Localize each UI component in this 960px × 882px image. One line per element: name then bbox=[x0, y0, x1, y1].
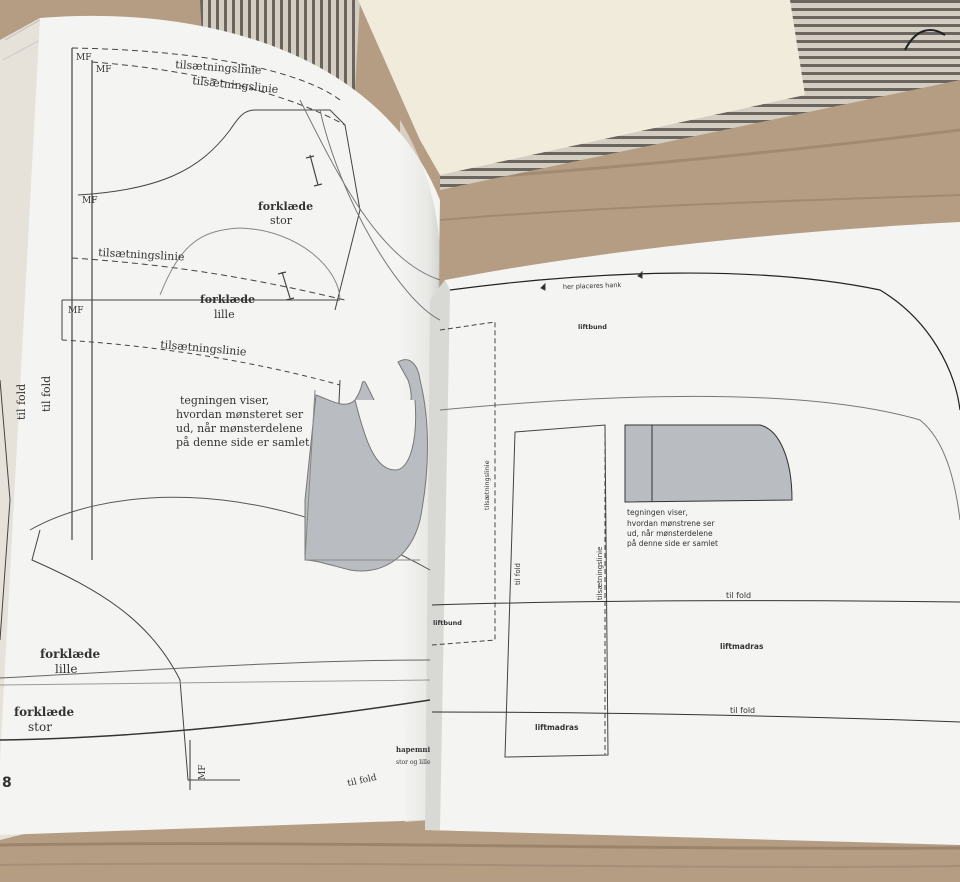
right-page bbox=[425, 222, 960, 845]
liftbund-label-top: liftbund bbox=[578, 323, 607, 331]
apron-small-bottom-title: forklæde bbox=[40, 647, 100, 661]
fold-vertical: til fold bbox=[514, 563, 522, 585]
seam-vertical-2: tilsætningslinie bbox=[596, 547, 604, 600]
liftmadras-label-1: liftmadras bbox=[720, 642, 764, 651]
page-number: 8 bbox=[2, 775, 12, 791]
cream-paper bbox=[358, 0, 805, 175]
mf-label-2: MF bbox=[96, 65, 111, 75]
apron-small-title: forklæde bbox=[200, 293, 255, 306]
apron-small-bottom-sub: lille bbox=[55, 662, 77, 676]
mf-label-4: MF bbox=[68, 306, 83, 316]
left-preview-drawing bbox=[304, 359, 428, 572]
hood-label: hapemni bbox=[396, 745, 430, 754]
fold-label-left-2: til fold bbox=[40, 376, 53, 412]
hood-sub: stor og lille bbox=[396, 759, 431, 766]
right-fold-label-2: til fold bbox=[730, 706, 755, 715]
drawing-note-line-2: hvordan mønsteret ser bbox=[176, 408, 304, 421]
handle-note: her placeres hank bbox=[563, 281, 622, 291]
liftmadras-label-2: liftmadras bbox=[535, 723, 579, 732]
seam-label-mid: tilsætningslinie bbox=[98, 246, 185, 264]
drawing-note-line-4: på denne side er samlet bbox=[176, 436, 310, 449]
fold-label-left-1: til fold bbox=[15, 384, 28, 420]
seam-label-top-1: tilsætningslinie bbox=[175, 58, 262, 77]
apron-large-bottom-sub: stor bbox=[28, 720, 52, 734]
apron-large-bottom-title: forklæde bbox=[14, 705, 74, 719]
right-drawing-note-line-2: hvordan mønstrene ser bbox=[627, 519, 716, 528]
right-drawing-note-line-1: tegningen viser, bbox=[627, 508, 688, 517]
liftbund-label-low: liftbund bbox=[433, 619, 462, 627]
right-drawing-note-line-4: på denne side er samlet bbox=[627, 539, 718, 548]
drawing-note-line-1: tegningen viser, bbox=[180, 394, 269, 407]
right-preview-drawing bbox=[624, 424, 793, 503]
apron-large-sub: stor bbox=[270, 214, 293, 227]
drawing-note-line-3: ud, når mønsterdelene bbox=[176, 422, 303, 435]
right-fold-label-1: til fold bbox=[726, 591, 751, 600]
right-page-text: her placeres hank liftbund tilsætningsli… bbox=[433, 281, 764, 732]
apron-large-title: forklæde bbox=[258, 200, 313, 213]
left-page-text: MF MF tilsætningslinie tilsætningslinie … bbox=[2, 53, 431, 791]
apron-small-sub: lille bbox=[214, 308, 235, 321]
mf-label-5: MF bbox=[198, 765, 208, 780]
seam-vertical-1: tilsætningslinie bbox=[483, 460, 491, 510]
right-pattern-lines bbox=[431, 270, 960, 758]
right-drawing-note-line-3: ud, når mønsterdelene bbox=[627, 529, 713, 538]
mf-label-1: MF bbox=[76, 53, 91, 63]
mf-label-3: MF bbox=[82, 196, 97, 206]
